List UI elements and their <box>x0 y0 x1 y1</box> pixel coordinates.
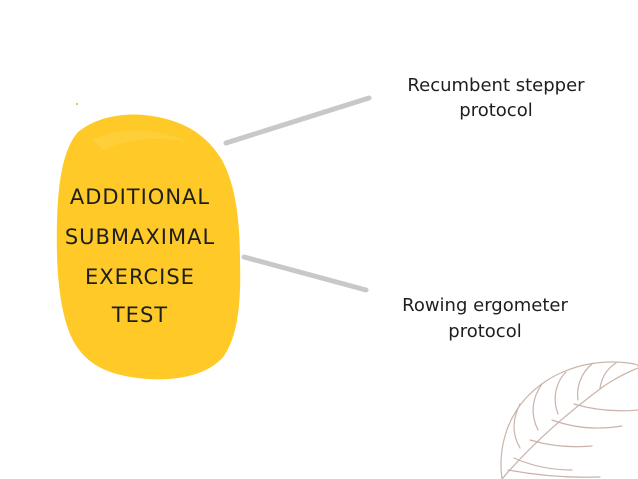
branch-2-line-1: Rowing ergometer <box>402 295 568 316</box>
central-node-line-1: ADDITIONAL <box>70 185 210 209</box>
branch-node-1: Recumbent stepper protocol <box>407 75 585 121</box>
connector-to-branch-1 <box>223 95 372 146</box>
monstera-leaf-icon <box>500 361 638 479</box>
connector-to-branch-2 <box>241 254 369 293</box>
branch-1-line-2: protocol <box>459 100 532 121</box>
central-node-line-2: SUBMAXIMAL <box>65 225 215 249</box>
central-node-label: ADDITIONAL SUBMAXIMAL EXERCISE TEST <box>65 185 215 327</box>
central-node-line-3: EXERCISE <box>85 265 195 289</box>
branch-1-line-1: Recumbent stepper <box>407 75 585 96</box>
blob-speck <box>76 103 78 105</box>
central-node-highlight <box>92 130 188 150</box>
branch-node-2: Rowing ergometer protocol <box>402 295 568 342</box>
central-node-shape <box>56 114 241 380</box>
branch-2-line-2: protocol <box>448 321 521 342</box>
central-node-line-4: TEST <box>111 303 168 327</box>
